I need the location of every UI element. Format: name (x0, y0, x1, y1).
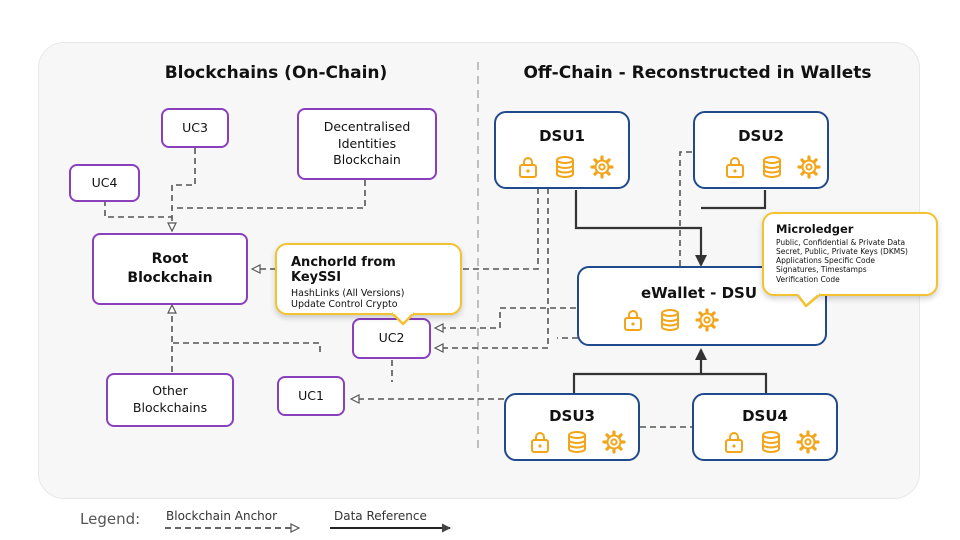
dsu4-box: DSU4 (692, 393, 838, 461)
legend-anchor-label: Blockchain Anchor (166, 509, 278, 523)
dsu2-icons (723, 155, 821, 179)
lock-icon (531, 432, 549, 453)
microledger-line-2: Secret, Public, Private Keys (DKMS) (776, 247, 908, 257)
dsu3-box: DSU3 (504, 393, 640, 461)
dsu2-title: DSU2 (738, 127, 784, 145)
anchor-dsu1-uc2 (436, 188, 549, 348)
database-icon (763, 156, 781, 178)
gear-icon (797, 155, 821, 179)
database-icon (661, 309, 679, 331)
dsu4-icons (722, 430, 820, 454)
uc2-box: UC2 (352, 318, 431, 359)
anchor-ewallet-uc2 (436, 307, 576, 328)
gear-icon (695, 308, 719, 332)
lock-icon (519, 157, 537, 178)
gear-icon (796, 430, 820, 454)
microledger-title: Microledger (776, 222, 854, 236)
ref-dsu1-ewallet (574, 190, 707, 267)
dsu1-icons (516, 155, 614, 179)
database-icon (556, 156, 574, 178)
dsu2-box: DSU2 (693, 111, 829, 189)
uc4-box: UC4 (69, 164, 140, 202)
did-blockchain-box: Decentralised Identities Blockchain (297, 108, 437, 180)
microledger-callout: Microledger Public, Confidential & Priva… (762, 212, 938, 296)
ref-dsu2-ewallet (701, 190, 767, 210)
root-blockchain-box: Root Blockchain (92, 233, 248, 305)
microledger-line-4: Signatures, Timestamps (776, 265, 867, 275)
anchor-uc2-root (172, 342, 321, 352)
gear-icon (590, 155, 614, 179)
anchor-id-title: AnchorId from KeySSI (291, 255, 396, 285)
gear-icon (602, 430, 626, 454)
dsu1-title: DSU1 (539, 127, 585, 145)
ewallet-dsu-title: eWallet - DSU (641, 284, 758, 302)
right-section-title: Off-Chain - Reconstructed in Wallets (523, 63, 872, 83)
microledger-line-5: Verification Code (776, 274, 840, 284)
uc3-box: UC3 (161, 108, 229, 148)
microledger-line-3: Applications Specific Code (776, 256, 875, 266)
dsu3-icons (528, 430, 626, 454)
anchor-dsu2-uc2 (557, 151, 692, 339)
anchor-id-line-2: Update Control Crypto (291, 299, 398, 310)
lock-icon (726, 157, 744, 178)
anchor-id-callout: AnchorId from KeySSI HashLinks (All Vers… (275, 243, 462, 315)
lock-icon (624, 310, 642, 331)
database-icon (762, 431, 780, 453)
legend-label: Legend: (80, 510, 141, 528)
ewallet-icons (621, 308, 719, 332)
uc1-box: UC1 (277, 376, 345, 416)
other-blockchains-box: Other Blockchains (106, 373, 234, 427)
ewallet-dsu-box: eWallet - DSU (577, 266, 827, 346)
anchor-uc4-root (104, 200, 172, 218)
dsu1-box: DSU1 (494, 111, 630, 189)
microledger-line-1: Public, Confidential & Private Data (776, 238, 906, 248)
left-section-title: Blockchains (On-Chain) (164, 63, 388, 83)
ref-dsu3-ewallet (572, 348, 707, 393)
dsu4-title: DSU4 (742, 407, 788, 425)
ref-dsu4-ewallet (701, 372, 768, 393)
lock-icon (725, 432, 743, 453)
database-icon (568, 431, 586, 453)
dsu3-title: DSU3 (549, 407, 595, 425)
legend-reference-label: Data Reference (334, 509, 427, 523)
anchor-id-line-1: HashLinks (All Versions) (291, 288, 405, 299)
anchor-dsu1-callout (460, 188, 539, 270)
